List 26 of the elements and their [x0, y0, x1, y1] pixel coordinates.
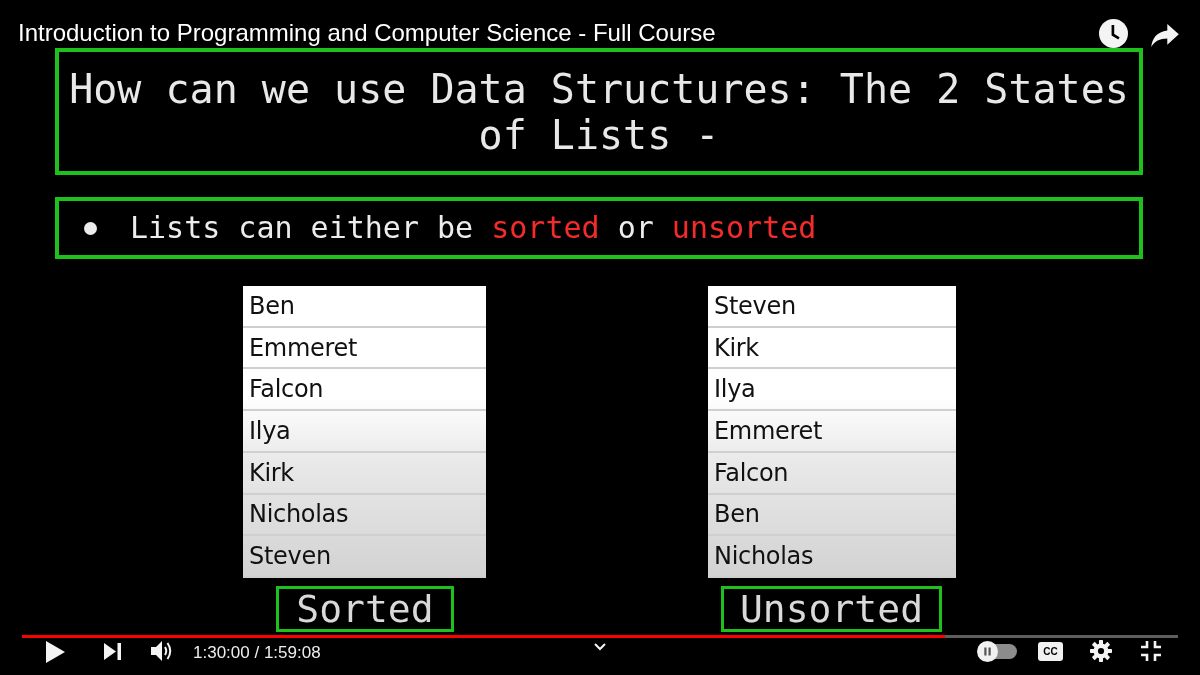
- list-row: Kirk: [243, 452, 486, 495]
- list-row: Steven: [243, 536, 486, 579]
- list-row: Kirk: [708, 327, 956, 370]
- list-row: Ben: [708, 494, 956, 537]
- caption-box: [721, 586, 942, 632]
- list-row: Ilya: [708, 369, 956, 412]
- name-list: [708, 286, 956, 578]
- bullet-box: [55, 197, 1143, 259]
- list-row: Nicholas: [243, 494, 486, 537]
- list-row: Ilya: [243, 411, 486, 453]
- name-list: [243, 286, 486, 578]
- caption-text: Unsorted: [740, 590, 923, 628]
- list-row: Falcon: [708, 452, 956, 495]
- list-row: Nicholas: [708, 536, 956, 579]
- list-row: Ben: [243, 286, 486, 328]
- list-row: Emmeret: [708, 411, 956, 453]
- bullet-text: Lists can either be sorted or unsorted: [130, 210, 817, 246]
- time-display: 1:30:00 / 1:59:08: [193, 643, 321, 662]
- list-row: Steven: [708, 286, 956, 328]
- caption-box: [276, 586, 454, 632]
- captions-button: CC: [1038, 642, 1063, 661]
- slide-title: How can we use Data Structures: The 2 States of Lists -: [68, 65, 1130, 158]
- video-title: Introduction to Programming and Computer Science - Full Course: [18, 19, 716, 47]
- list-row: Falcon: [243, 369, 486, 412]
- caption-text: Sorted: [296, 590, 434, 628]
- list-row: Emmeret: [243, 327, 486, 370]
